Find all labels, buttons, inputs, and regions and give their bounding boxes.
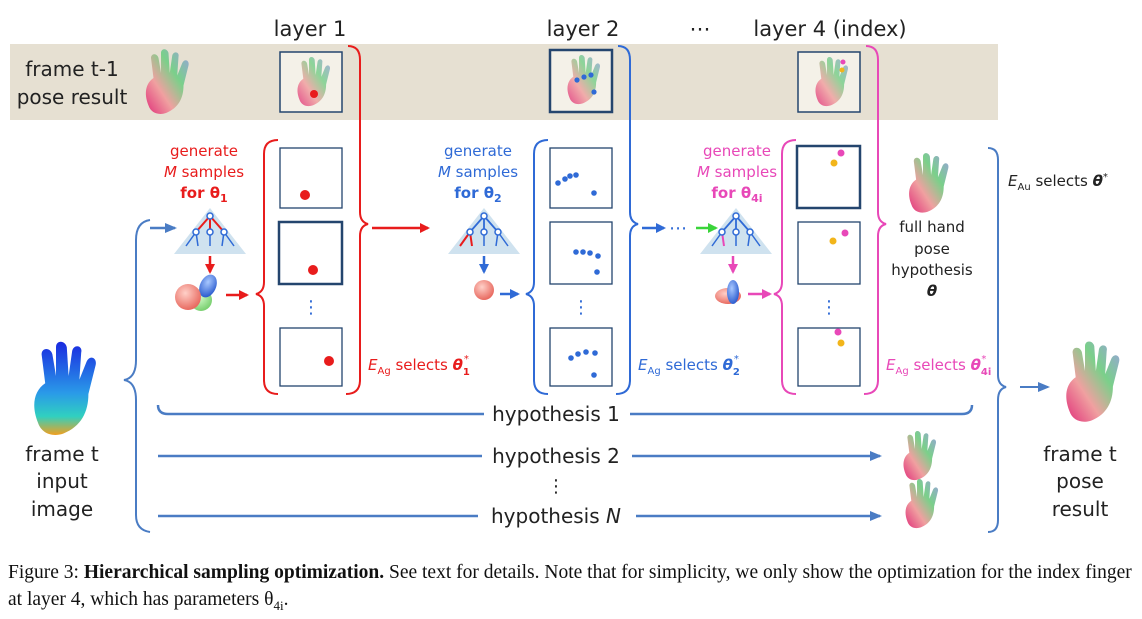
hypothesis-n-hand-image	[905, 478, 939, 529]
samples-brace-left-1	[255, 139, 279, 395]
layer-dots: ⋯	[690, 17, 711, 41]
select-label-3: EAg selects θ4i*	[886, 354, 991, 378]
input-label-line2: input	[36, 469, 88, 493]
gaussian-blob-icon-2	[474, 280, 494, 300]
caption-bold-title: Hierarchical sampling optimization.	[83, 562, 385, 583]
full-hand-line3: hypothesis	[891, 261, 973, 279]
layer-4-title: layer 4 (index)	[753, 17, 906, 41]
sample-box-1-2-selected	[277, 220, 344, 286]
figure-caption: Figure 3: Hierarchical sampling optimiza…	[8, 559, 1138, 619]
input-depth-hand-image	[34, 341, 96, 435]
select-label-1: EAg selects θ1*	[368, 354, 470, 378]
hypothesis-1-label: hypothesis 1	[492, 402, 620, 426]
generate-3-line1: generate	[703, 142, 771, 160]
caption-prefix: Figure 3:	[8, 562, 84, 583]
caption-body: See text for details. Note that for simp…	[8, 562, 1132, 610]
samples-brace-right-3	[863, 45, 887, 395]
output-label-line3: result	[1052, 497, 1109, 521]
generate-1-line3: for θ1	[180, 184, 227, 205]
layer-1-prev-thumbnail	[279, 51, 343, 113]
generate-1-line1: generate	[170, 142, 238, 160]
sample-box-3-3	[797, 327, 861, 387]
sample-box-3-2	[797, 221, 861, 285]
sample-box-3-1-selected	[795, 144, 862, 210]
sample-box-1-1	[279, 147, 343, 209]
generate-2-line2: M samples	[438, 163, 518, 181]
generate-3-line3: for θ4i	[711, 184, 762, 205]
sample-box-2-2	[549, 221, 613, 285]
sample-box-2-3-selected	[549, 327, 613, 387]
layers-hdots: ⋯	[669, 218, 687, 239]
full-hand-pose-image	[909, 153, 949, 213]
full-hand-line1: full hand	[899, 218, 965, 236]
samples-vdots-1: ⋮	[302, 297, 320, 318]
layer-1-title: layer 1	[274, 17, 347, 41]
samples-brace-left-3	[773, 139, 797, 395]
samples-vdots-3: ⋮	[820, 297, 838, 318]
hypothesis-1-line	[156, 404, 974, 416]
hypothesis-n-label: hypothesis N	[491, 504, 621, 528]
input-brace	[123, 219, 151, 533]
select-label-2: EAg selects θ2*	[638, 354, 740, 378]
hypothesis-2-label: hypothesis 2	[492, 444, 620, 468]
eau-select-label: EAu selects θ*	[1008, 172, 1108, 193]
caption-theta-sub: 4i	[273, 597, 284, 613]
layer-2-title: layer 2	[547, 17, 620, 41]
gaussian-blobs-icon-3	[715, 280, 741, 304]
output-brace	[987, 147, 1007, 533]
hypothesis-2-hand-image	[903, 430, 937, 481]
gaussian-blobs-icon-1	[175, 274, 217, 311]
full-hand-theta: θ	[927, 282, 937, 300]
hypotheses-vdots: ⋮	[547, 476, 565, 497]
sample-box-1-3	[279, 327, 343, 387]
generate-3-line2: M samples	[697, 163, 777, 181]
caption-end: .	[283, 589, 289, 610]
output-label-line2: pose	[1056, 469, 1104, 493]
samples-brace-right-2	[615, 45, 639, 395]
kinematic-tree-icon-3	[700, 208, 772, 254]
prev-frame-label-line1: frame t-1	[25, 57, 118, 81]
input-label-line3: image	[31, 497, 93, 521]
samples-vdots-2: ⋮	[572, 297, 590, 318]
layer-4-prev-thumbnail	[797, 51, 861, 113]
sample-box-2-1	[549, 147, 613, 209]
kinematic-tree-icon-1	[174, 208, 246, 254]
samples-brace-left-2	[525, 139, 549, 395]
samples-brace-right-1	[345, 45, 369, 395]
hierarchical-sampling-diagram: layer 1 layer 2 ⋯ layer 4 (index) frame …	[10, 17, 1120, 533]
full-hand-line2: pose	[914, 240, 950, 258]
output-hand-image	[1066, 341, 1120, 422]
prev-frame-label-line2: pose result	[17, 85, 128, 109]
layer-2-prev-thumbnail	[548, 48, 614, 114]
generate-2-line3: for θ2	[454, 184, 501, 205]
generate-2-line1: generate	[444, 142, 512, 160]
kinematic-tree-icon-2	[448, 208, 520, 254]
generate-1-line2: M samples	[164, 163, 244, 181]
input-label-line1: frame t	[25, 442, 99, 466]
output-label-line1: frame t	[1043, 442, 1117, 466]
